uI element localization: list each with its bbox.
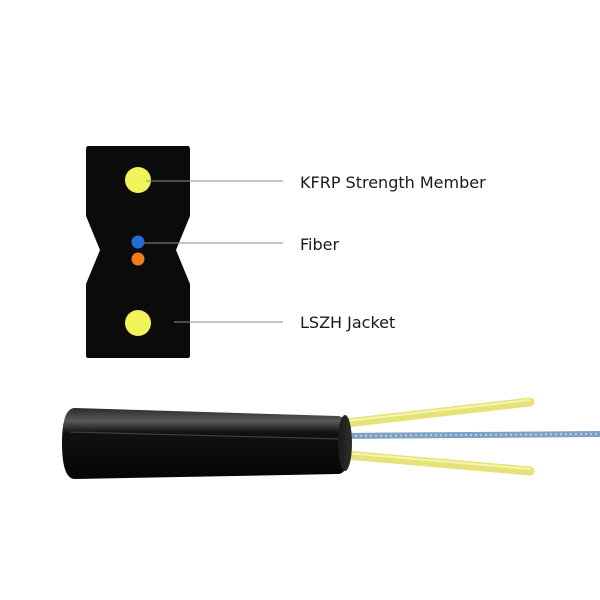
yellow-strand-top xyxy=(341,397,535,428)
strength-member-top xyxy=(125,167,151,193)
yellow-strand-bottom xyxy=(341,450,535,476)
cable-groove xyxy=(69,431,341,440)
cross-section xyxy=(86,146,190,358)
leader-lines xyxy=(144,180,283,323)
label-jacket: LSZH Jacket xyxy=(300,313,395,332)
cable-body xyxy=(62,408,350,479)
fiber-blue xyxy=(131,235,145,249)
cable-cut-end xyxy=(338,415,352,471)
strength-member-bottom xyxy=(125,310,151,336)
label-fiber: Fiber xyxy=(300,235,339,254)
label-strength-member: KFRP Strength Member xyxy=(300,173,486,192)
fiber-orange xyxy=(131,252,145,266)
cable-side-view xyxy=(62,397,600,479)
lszh-jacket-cross-section xyxy=(86,146,190,358)
